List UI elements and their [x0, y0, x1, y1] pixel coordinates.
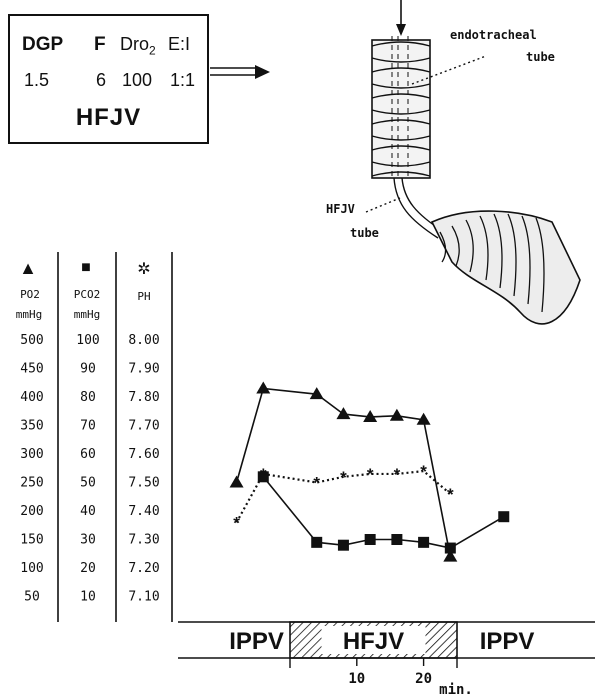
pco2-scale-value: 60 — [80, 447, 96, 462]
pco2-scale-value: 30 — [80, 533, 96, 548]
frequency-value: 6 — [96, 70, 107, 90]
dgp-header: DGP — [22, 34, 64, 55]
ph-scale-value: 7.20 — [128, 561, 159, 576]
po2-point — [443, 549, 458, 562]
time-unit-label: min. — [439, 682, 473, 698]
ph-scale-value: 7.70 — [128, 419, 159, 434]
pco2-scale-value: 70 — [80, 419, 96, 434]
settings-panel: DGP F Dro2 E:I 1.5 6 100 1:1 HFJV — [8, 14, 209, 144]
ei-ratio-header: E:I — [168, 34, 191, 54]
ph-scale-value: 7.40 — [128, 504, 159, 519]
phase-label-bg — [321, 626, 426, 654]
pco2-scale-value: 100 — [76, 333, 99, 348]
pco2-square-icon: ■ — [81, 259, 91, 276]
ph-point: * — [313, 474, 320, 493]
tube-illustration — [210, 0, 581, 325]
pco2-point — [337, 539, 349, 551]
po2-point — [416, 412, 431, 425]
pco2-scale-value: 50 — [80, 476, 96, 491]
time-tick-label: 10 — [348, 671, 365, 687]
phase-label: IPPV — [229, 628, 284, 655]
pco2-label: PCO2 — [74, 288, 101, 301]
ph-asterisk-icon: ✲ — [137, 261, 150, 278]
ph-point: * — [233, 513, 240, 532]
phase-label: HFJV — [343, 628, 404, 655]
output-arrow-icon — [210, 65, 270, 79]
ph-label: PH — [137, 290, 150, 303]
ph-scale-value: 7.90 — [128, 362, 159, 377]
ph-scale-value: 7.10 — [128, 590, 159, 605]
ph-scale-value: 7.30 — [128, 533, 159, 548]
ph-point: * — [260, 465, 267, 484]
inflow-arrow-icon — [396, 0, 406, 36]
dgp-value: 1.5 — [24, 70, 50, 90]
pco2-series-line — [262, 476, 505, 549]
po2-series-line — [235, 387, 452, 557]
po2-scale-value: 500 — [20, 333, 43, 348]
pco2-point — [418, 536, 430, 548]
endotracheal-pointer — [411, 55, 487, 85]
po2-point — [363, 409, 378, 422]
pco2-scale-value: 20 — [80, 561, 96, 576]
po2-scale-value: 50 — [24, 590, 40, 605]
pco2-point — [444, 542, 456, 554]
po2-triangle-icon: ▲ — [19, 258, 37, 278]
po2-point — [256, 381, 271, 394]
ph-scale-value: 8.00 — [128, 333, 159, 348]
pco2-unit: mmHg — [74, 308, 101, 321]
dro2-header: Dro2 — [120, 34, 156, 58]
hfjv-tube-label-2: tube — [350, 226, 379, 240]
pco2-point — [311, 536, 323, 548]
endotracheal-label: endotracheal — [450, 28, 537, 42]
po2-unit: mmHg — [16, 308, 43, 321]
ph-scale-value: 7.80 — [128, 390, 159, 405]
po2-point — [229, 475, 244, 488]
po2-scale-value: 100 — [20, 561, 43, 576]
dro2-value: 100 — [122, 70, 153, 90]
pco2-scale-value: 10 — [80, 590, 96, 605]
ph-scale-value: 7.50 — [128, 476, 159, 491]
hfjv-pointer — [365, 197, 401, 213]
ei-ratio-value: 1:1 — [170, 70, 196, 90]
po2-label: PO2 — [20, 288, 40, 301]
pco2-scale-value: 80 — [80, 390, 96, 405]
ph-point: * — [447, 485, 454, 504]
po2-scale-value: 350 — [20, 419, 43, 434]
time-tick-label: 20 — [415, 671, 432, 687]
po2-scale-value: 150 — [20, 533, 43, 548]
endotracheal-label-2: tube — [526, 50, 555, 64]
po2-point — [309, 387, 324, 400]
pco2-point — [257, 471, 269, 483]
pco2-scale-value: 90 — [80, 362, 96, 377]
po2-scale-value: 200 — [20, 504, 43, 519]
po2-scale-value: 300 — [20, 447, 43, 462]
mode-label: HFJV — [75, 104, 142, 131]
scale-table-frame — [57, 252, 173, 622]
ph-series-line — [235, 469, 452, 523]
pco2-point — [498, 511, 510, 523]
phase-label: IPPV — [480, 628, 535, 655]
po2-point — [389, 408, 404, 421]
po2-scale-value: 250 — [20, 476, 43, 491]
endotracheal-tube-icon — [371, 36, 431, 179]
pco2-point — [364, 534, 376, 545]
po2-scale-value: 450 — [20, 362, 43, 377]
ph-point: * — [394, 465, 401, 484]
ph-scale-value: 7.60 — [128, 447, 159, 462]
frequency-header: F — [94, 34, 106, 55]
ph-point: * — [420, 462, 427, 481]
po2-point — [336, 407, 351, 420]
pco2-scale-value: 40 — [80, 504, 96, 519]
po2-scale-value: 400 — [20, 390, 43, 405]
ph-point: * — [340, 468, 347, 487]
pco2-point — [391, 534, 403, 545]
hfjv-tube-label: HFJV — [326, 202, 355, 216]
ph-point: * — [367, 465, 374, 484]
corrugated-hose-icon — [430, 210, 581, 325]
